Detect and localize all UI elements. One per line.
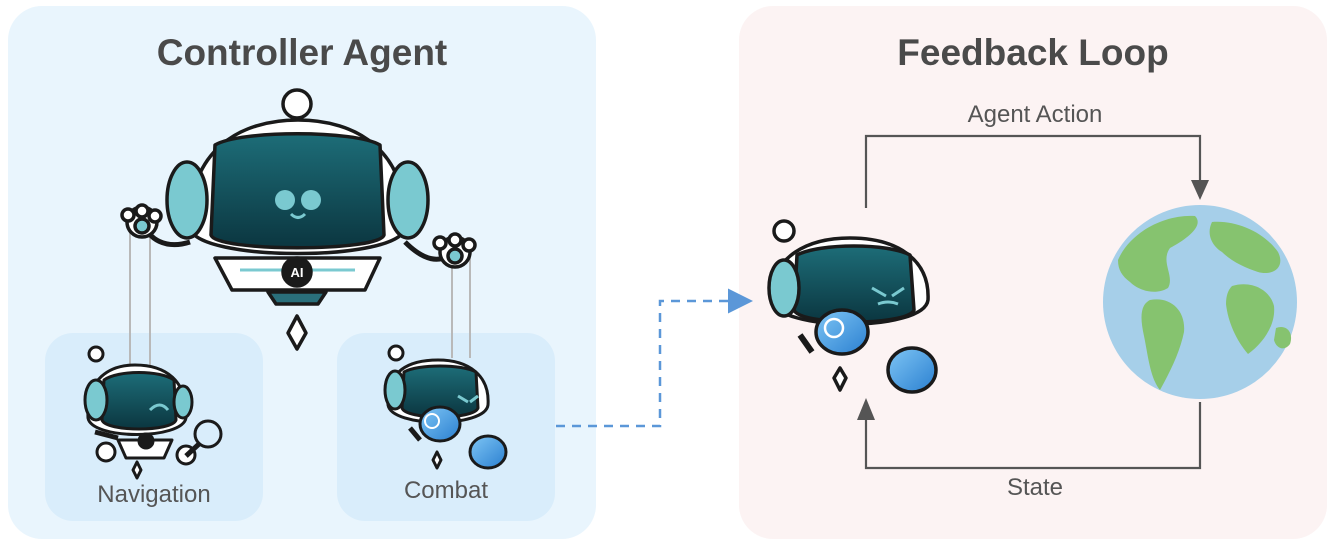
earth-globe-icon <box>1103 205 1297 399</box>
combat-label: Combat <box>403 477 489 504</box>
controller-right-hand <box>432 232 477 269</box>
state-arrowhead <box>857 398 875 420</box>
controller-agent-title: Controller Agent <box>156 32 448 73</box>
controller-badge-text: AI <box>291 265 304 280</box>
feedback-loop-title: Feedback Loop <box>897 32 1169 73</box>
state-label: State <box>1006 474 1064 501</box>
dashed-connector-arrow <box>556 288 753 428</box>
agent-action-label: Agent Action <box>967 101 1103 128</box>
agent-action-arrowhead <box>1191 180 1209 200</box>
navigation-label: Navigation <box>97 481 211 508</box>
agent-action-line <box>864 134 1202 208</box>
feedback-combat-robot-icon <box>767 219 938 394</box>
state-line <box>864 402 1202 470</box>
navigation-robot-icon <box>83 345 223 480</box>
feedback-loop-lines <box>864 134 1202 470</box>
combat-robot-icon <box>383 344 508 470</box>
controller-left-hand <box>120 203 163 239</box>
controller-robot-icon <box>120 88 477 351</box>
puppet-strings <box>129 222 471 372</box>
